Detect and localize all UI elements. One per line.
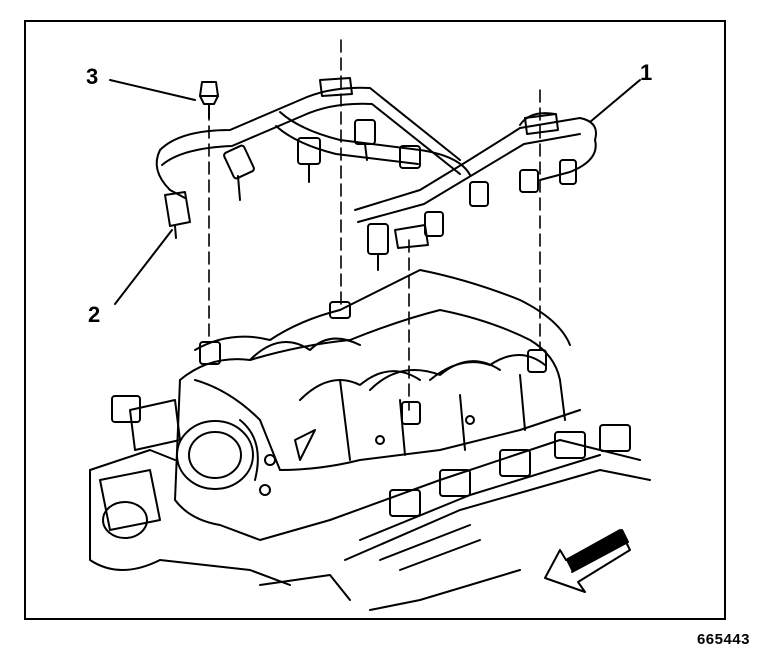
callout-2: 2: [88, 302, 101, 327]
figure-number: 665443: [696, 631, 750, 648]
callout-1: 1: [640, 60, 653, 85]
alignment-lines: [209, 40, 540, 410]
intake-manifold: [175, 270, 580, 540]
callout-leaders: [110, 80, 640, 304]
engine-block: [90, 396, 650, 610]
fuel-rail-bolt: [200, 82, 218, 118]
callout-3: 3: [86, 64, 99, 89]
arrow-front-icon: [545, 530, 630, 592]
fuel-rail-assembly: [157, 78, 596, 270]
